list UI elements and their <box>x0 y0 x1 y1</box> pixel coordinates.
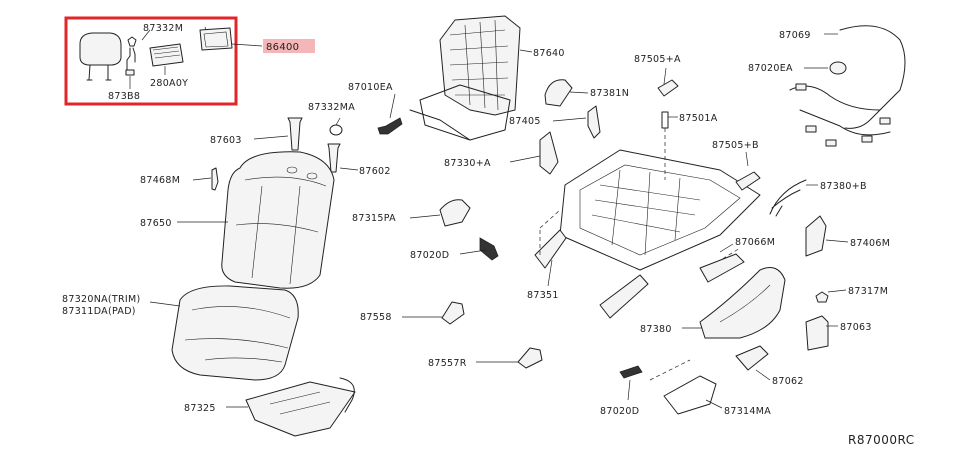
part-87315PA: 87315PA 87020D <box>352 199 499 261</box>
right-parts: 87063 87317M 87406M 87380+B <box>769 179 890 351</box>
part-87557R: 87557R <box>428 347 543 369</box>
wiring-harness: 87069 87020EA <box>748 25 906 147</box>
label-87330A: 87330+A <box>444 158 491 169</box>
label-87501A: 87501A <box>679 113 718 124</box>
label-87650: 87650 <box>140 218 172 229</box>
highlight-box <box>64 16 238 106</box>
label-87351: 87351 <box>527 290 559 301</box>
label-87010EA: 87010EA <box>348 82 393 93</box>
label-87062: 87062 <box>772 376 804 387</box>
seatback-cushion: 87650 <box>140 151 335 289</box>
highlight-label-bg <box>263 39 315 53</box>
seatback-frame: 87640 <box>409 15 565 141</box>
label-87020EA: 87020EA <box>748 63 793 74</box>
label-87069: 87069 <box>779 30 811 41</box>
label-87332M: 87332M <box>143 23 183 34</box>
label-87380B: 87380+B <box>820 181 867 192</box>
part-87558: 87558 <box>360 301 465 325</box>
headrest-part <box>79 32 122 66</box>
label-87311DA: 87311DA(PAD) <box>62 306 136 317</box>
label-87380: 87380 <box>640 324 672 335</box>
label-87405: 87405 <box>509 116 541 127</box>
clip-part <box>127 36 137 47</box>
label-87314MA: 87314MA <box>724 406 771 417</box>
headrest-group: 87332M 86400 280A0Y 873B8 <box>64 16 315 106</box>
part-87010EA: 87010EA <box>348 82 403 135</box>
label-87468M: 87468M <box>140 175 180 186</box>
label-87066M: 87066M <box>735 237 775 248</box>
label-87602: 87602 <box>359 166 391 177</box>
label-87315PA: 87315PA <box>352 213 396 224</box>
label-87320NA: 87320NA(TRIM) <box>62 294 141 305</box>
seat-cushion: 87320NA(TRIM) 87311DA(PAD) <box>62 285 299 381</box>
label-87332MA: 87332MA <box>308 102 355 113</box>
seat-frame: 87351 <box>527 149 761 319</box>
label-87558: 87558 <box>360 312 392 323</box>
label-87406M: 87406M <box>850 238 890 249</box>
label-87505B: 87505+B <box>712 140 759 151</box>
part-rods: 87332MA 87603 87602 <box>210 102 391 177</box>
label-87020D-bottom: 87020D <box>600 406 639 417</box>
label-87557R: 87557R <box>428 358 467 369</box>
label-87505A: 87505+A <box>634 54 681 65</box>
part-87325: 87325 <box>184 377 356 437</box>
part-87468M: 87468M <box>140 167 219 191</box>
label-87325: 87325 <box>184 403 216 414</box>
part-87505B: 87505+B <box>712 140 761 191</box>
label-87640: 87640 <box>533 48 565 59</box>
small-parts-center: 87505+A 87381N 87405 87501A 87330+A <box>444 54 718 180</box>
label-873B8: 873B8 <box>108 91 140 102</box>
diagram-reference-code: R87000RC <box>848 433 915 447</box>
label-87603: 87603 <box>210 135 242 146</box>
label-87317M: 87317M <box>848 286 888 297</box>
label-280A0Y: 280A0Y <box>150 78 188 89</box>
side-covers: 87066M 87380 87062 87020D 87314MA <box>600 237 804 417</box>
label-86400: 86400 <box>266 42 299 53</box>
label-87381N: 87381N <box>590 88 629 99</box>
label-87063: 87063 <box>840 322 872 333</box>
label-87020D-left: 87020D <box>410 250 449 261</box>
